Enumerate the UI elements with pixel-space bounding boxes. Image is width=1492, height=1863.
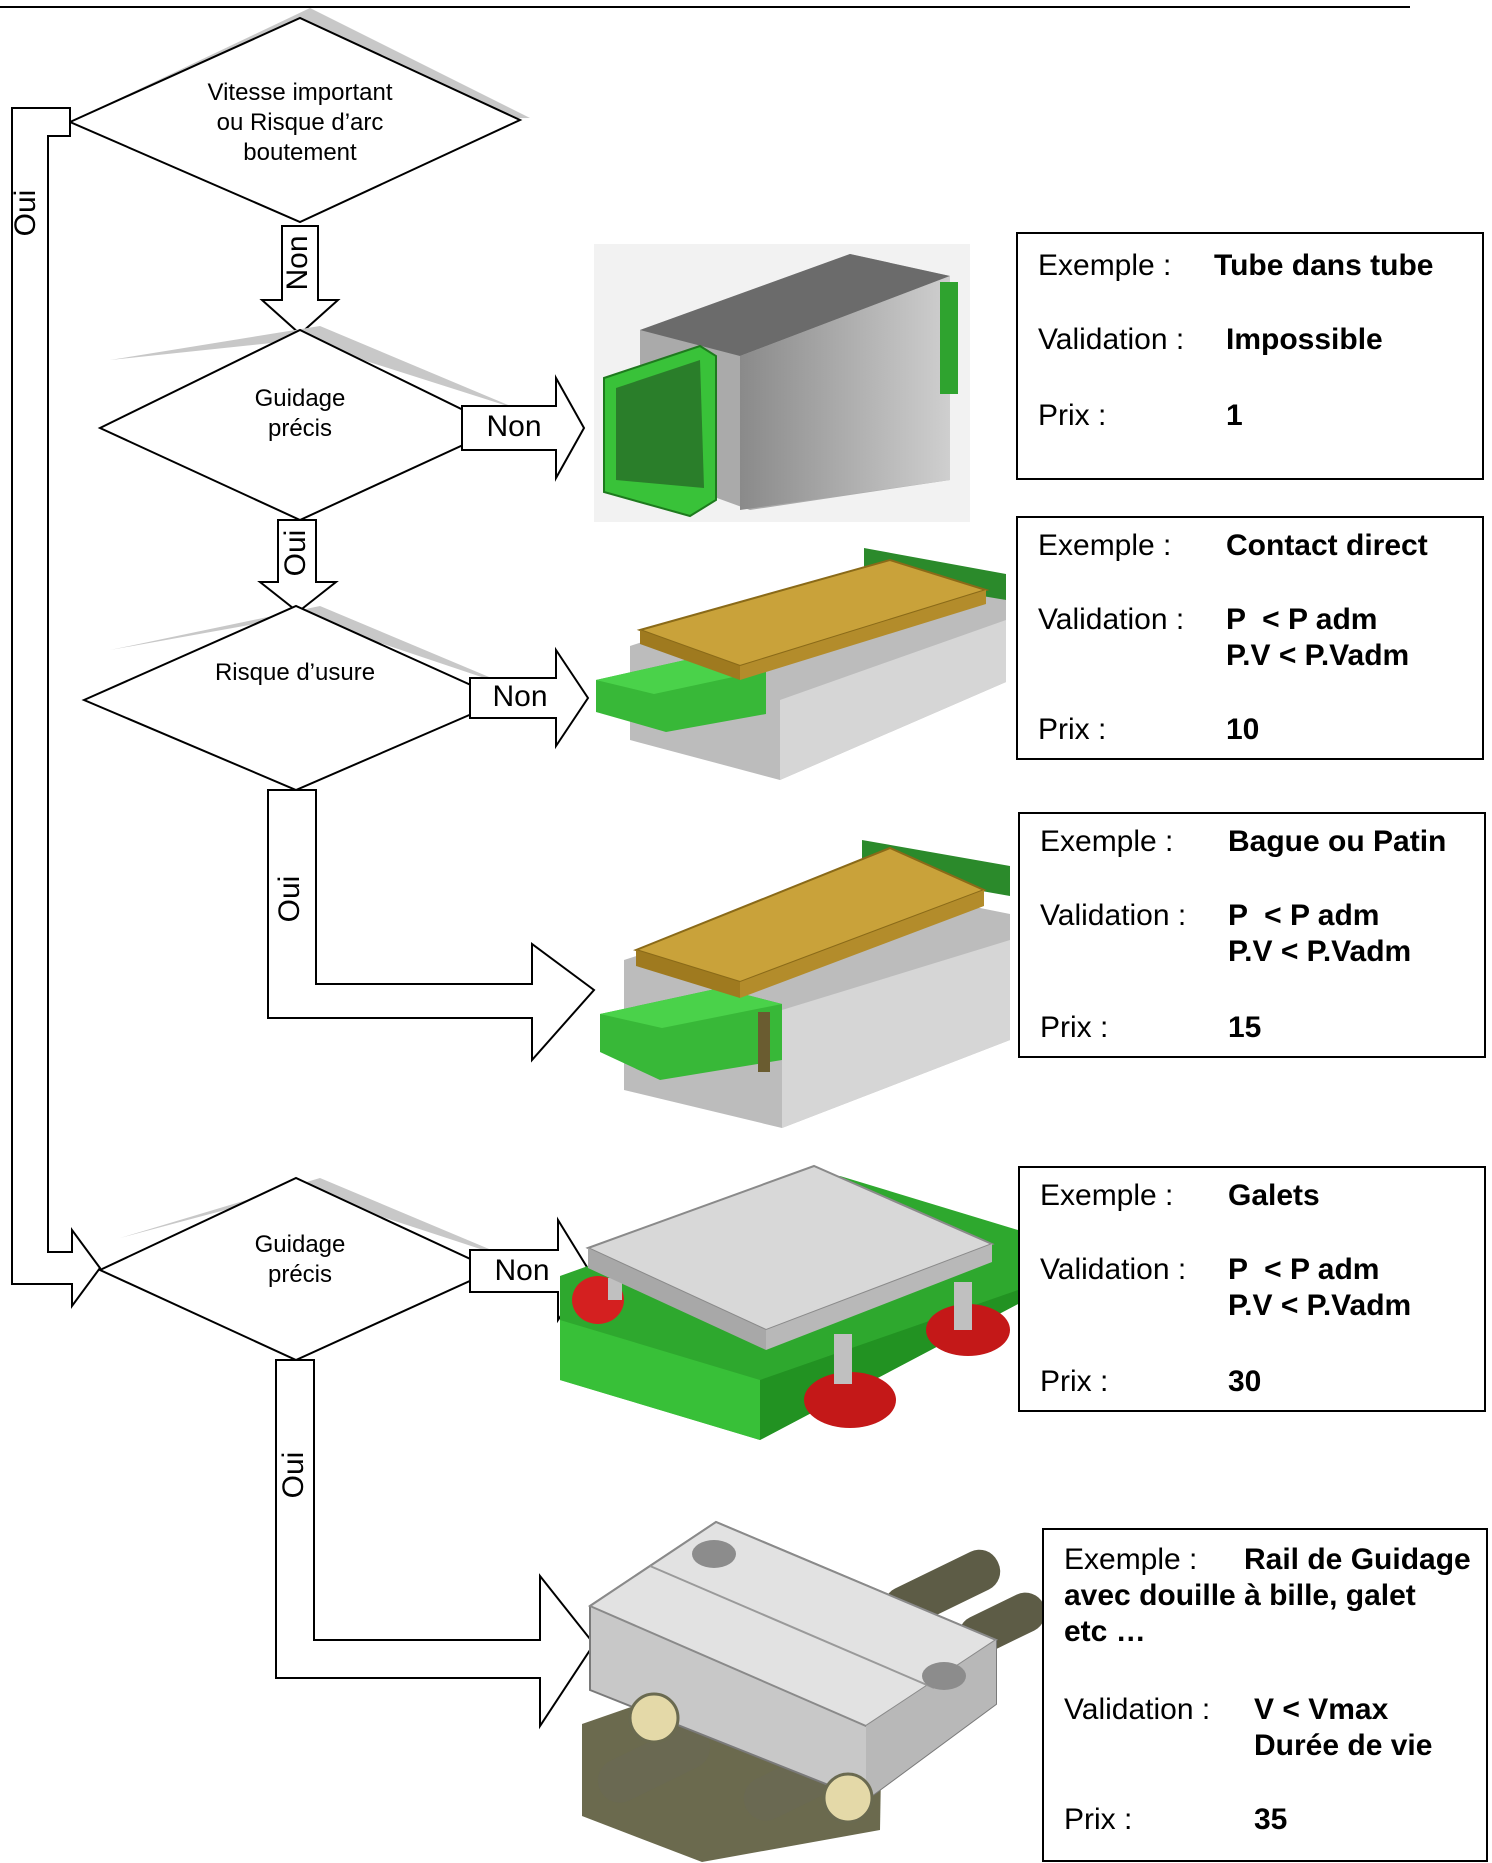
decision-1-line-1: Vitesse important xyxy=(180,78,420,108)
card-4-prix-value: 30 xyxy=(1228,1364,1261,1400)
card-2-prix-value: 10 xyxy=(1226,712,1259,748)
non-label-3: Non xyxy=(482,680,558,714)
decision-2-line-2: précis xyxy=(200,414,400,444)
card-rail-guidage: Exemple : Rail de Guidage avec douille à… xyxy=(1042,1528,1488,1862)
decision-1-text: Vitesse important ou Risque d’arc boutem… xyxy=(180,78,420,168)
card-2-validation-label: Validation : xyxy=(1038,602,1184,638)
card-3-example-label: Exemple : xyxy=(1040,824,1173,860)
card-3-prix-value: 15 xyxy=(1228,1010,1261,1046)
card-5-prix-label: Prix : xyxy=(1064,1802,1132,1838)
card-2-validation-line-1: P < P adm xyxy=(1226,602,1377,638)
non-label-2: Non xyxy=(476,410,552,444)
decision-2-line-1: Guidage xyxy=(200,384,400,414)
decision-2-text: Guidage précis xyxy=(200,384,400,444)
card-1-prix-value: 1 xyxy=(1226,398,1243,434)
card-4-example-label: Exemple : xyxy=(1040,1178,1173,1214)
card-2-validation-line-2: P.V < P.Vadm xyxy=(1226,638,1409,674)
oui-label-4: Oui xyxy=(277,1445,311,1505)
arrow-oui-left xyxy=(12,108,100,1306)
card-4-validation-label: Validation : xyxy=(1040,1252,1186,1288)
card-4-prix-label: Prix : xyxy=(1040,1364,1108,1400)
card-1-example-value: Tube dans tube xyxy=(1214,248,1433,284)
card-5-example-line-1: Rail de Guidage xyxy=(1244,1542,1471,1578)
decision-1-line-3: boutement xyxy=(180,138,420,168)
card-3-validation-line-2: P.V < P.Vadm xyxy=(1228,934,1411,970)
card-3-prix-label: Prix : xyxy=(1040,1010,1108,1046)
oui-label-left: Oui xyxy=(9,183,43,243)
card-4-validation-line-2: P.V < P.Vadm xyxy=(1228,1288,1411,1324)
card-5-validation-label: Validation : xyxy=(1064,1692,1210,1728)
illustration-tube-dans-tube xyxy=(594,244,970,522)
arrow-oui-3 xyxy=(268,790,594,1060)
card-1-example-label: Exemple : xyxy=(1038,248,1171,284)
decision-4-line-1: Guidage xyxy=(200,1230,400,1260)
card-tube-dans-tube: Exemple : Tube dans tube Validation : Im… xyxy=(1016,232,1484,480)
card-galets: Exemple : Galets Validation : P < P adm … xyxy=(1018,1166,1486,1412)
decision-4-line-2: précis xyxy=(200,1260,400,1290)
oui-label-2: Oui xyxy=(279,523,313,583)
card-5-example-line-2: avec douille à bille, galet xyxy=(1064,1578,1416,1614)
card-5-validation-line-1: V < Vmax xyxy=(1254,1692,1388,1728)
illustration-galets xyxy=(560,1166,1018,1440)
non-label-1: Non xyxy=(281,233,315,293)
illustration-bague-patin xyxy=(600,840,1010,1128)
card-4-validation-line-1: P < P adm xyxy=(1228,1252,1379,1288)
decision-1-line-2: ou Risque d’arc xyxy=(180,108,420,138)
card-2-example-label: Exemple : xyxy=(1038,528,1171,564)
card-3-validation-line-1: P < P adm xyxy=(1228,898,1379,934)
illustration-rail-guidage xyxy=(582,1522,1052,1862)
card-1-validation-value: Impossible xyxy=(1226,322,1383,358)
decision-3 xyxy=(84,606,520,790)
decision-4-text: Guidage précis xyxy=(200,1230,400,1290)
card-3-example-value: Bague ou Patin xyxy=(1228,824,1446,860)
card-5-prix-value: 35 xyxy=(1254,1802,1287,1838)
card-4-example-value: Galets xyxy=(1228,1178,1320,1214)
card-5-example-label: Exemple : xyxy=(1064,1542,1197,1578)
card-3-validation-label: Validation : xyxy=(1040,898,1186,934)
arrow-oui-4 xyxy=(276,1360,594,1726)
card-2-prix-label: Prix : xyxy=(1038,712,1106,748)
oui-label-3: Oui xyxy=(273,869,307,929)
card-5-example-line-3: etc … xyxy=(1064,1614,1146,1650)
card-5-validation-line-2: Durée de vie xyxy=(1254,1728,1432,1764)
card-bague-patin: Exemple : Bague ou Patin Validation : P … xyxy=(1018,812,1486,1058)
card-contact-direct: Exemple : Contact direct Validation : P … xyxy=(1016,516,1484,760)
non-label-4: Non xyxy=(484,1254,560,1288)
card-1-prix-label: Prix : xyxy=(1038,398,1106,434)
card-1-validation-label: Validation : xyxy=(1038,322,1184,358)
card-2-example-value: Contact direct xyxy=(1226,528,1428,564)
decision-3-text: Risque d’usure xyxy=(180,658,410,688)
illustration-contact-direct xyxy=(596,548,1006,780)
